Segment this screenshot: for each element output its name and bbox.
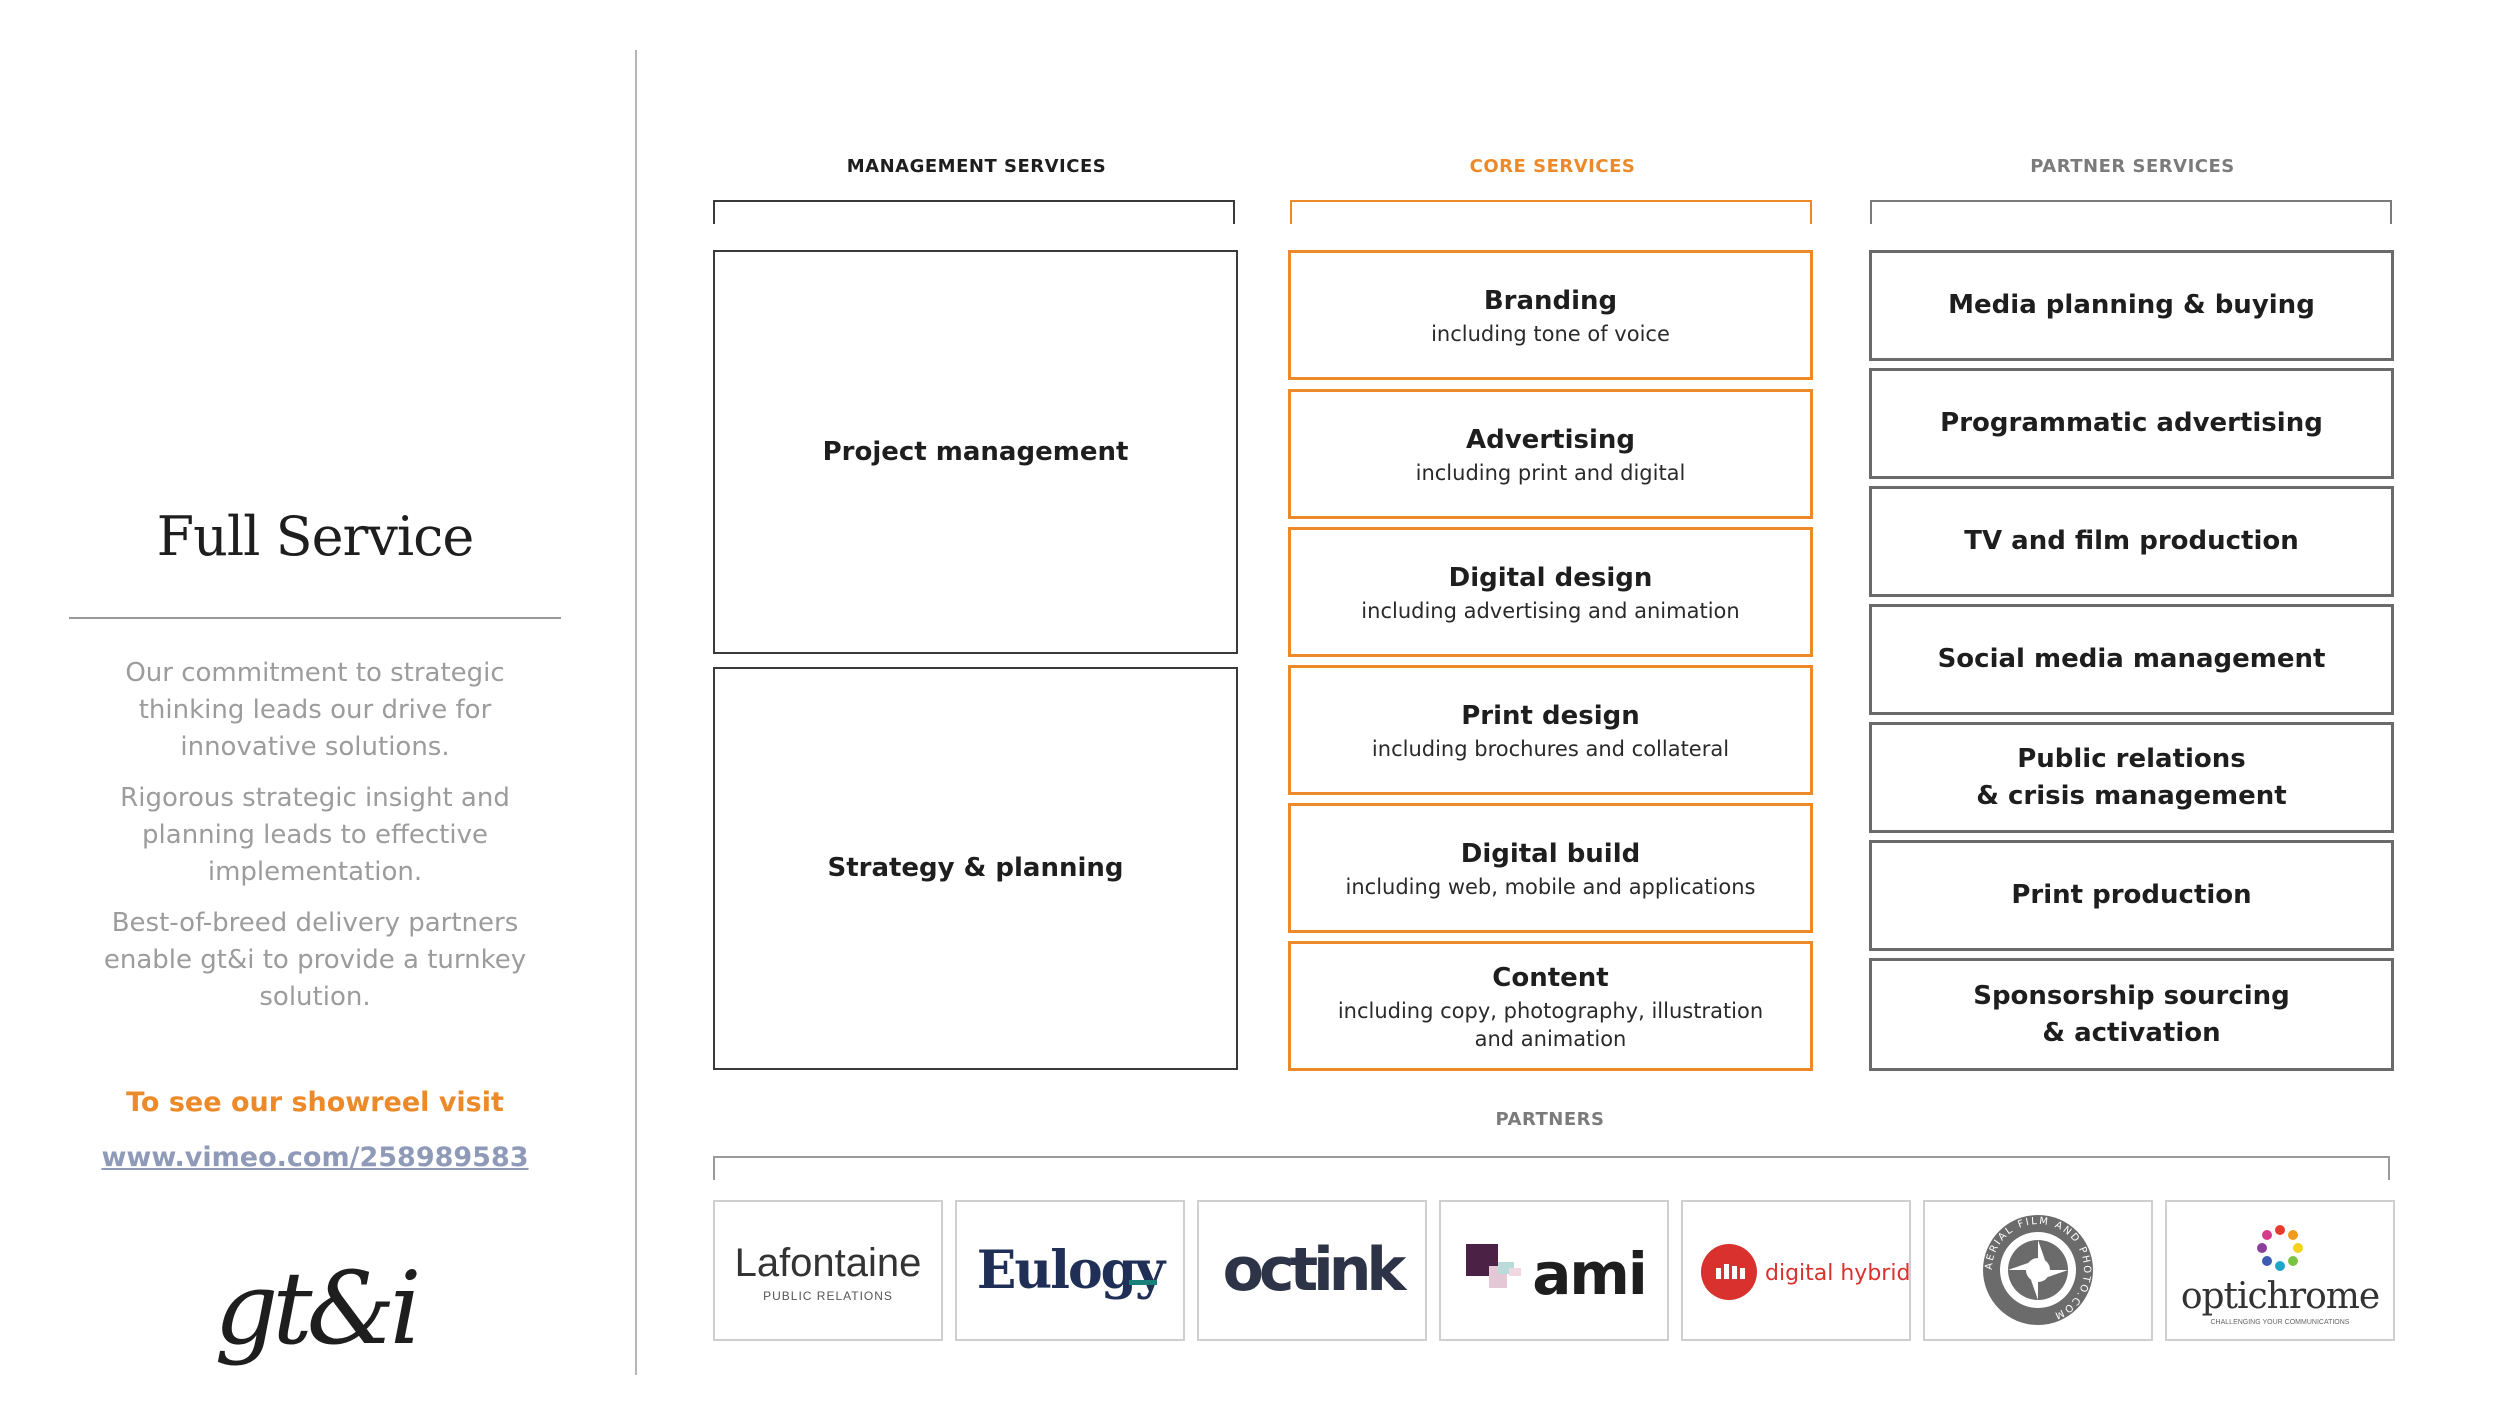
core-services-heading: CORE SERVICES	[1469, 156, 1636, 177]
aerial-film-logo: AERIAL FILM AND PHOTO.COM	[1983, 1215, 2093, 1325]
service-box-public-relations: Public relations & crisis management	[1869, 722, 2394, 833]
optichrome-logo: optichrome CHALLENGING YOUR COMMUNICATIO…	[2181, 1225, 2380, 1326]
management-services-heading: MANAGEMENT SERVICES	[846, 156, 1107, 177]
partner-logo-aerial-film: AERIAL FILM AND PHOTO.COM	[1923, 1200, 2153, 1341]
gti-logo: gt&i	[214, 1250, 422, 1367]
service-box-digital-design: Digital design including advertising and…	[1288, 527, 1813, 657]
partner-services-heading: PARTNER SERVICES	[2030, 156, 2235, 177]
service-box-advertising: Advertising including print and digital	[1288, 389, 1813, 519]
intro-paragraph-1: Our commitment to strategic thinking lea…	[125, 658, 505, 762]
partner-logo-ami: ami	[1439, 1200, 1669, 1341]
partner-bracket	[1870, 200, 2392, 224]
partner-logo-octink: octink	[1197, 1200, 1427, 1341]
service-subtitle: including brochures and collateral	[1371, 736, 1730, 761]
service-title: Digital build	[1460, 838, 1641, 869]
service-title: Programmatic advertising	[1940, 408, 2323, 438]
intro-paragraph-3: Best-of-breed delivery partners enable g…	[103, 908, 527, 1012]
vertical-divider	[635, 50, 637, 1375]
service-subtitle: including tone of voice	[1431, 321, 1670, 346]
service-title: Project management	[822, 436, 1129, 467]
service-title: Content	[1492, 962, 1609, 993]
service-box-branding: Branding including tone of voice	[1288, 250, 1813, 380]
title-rule	[69, 617, 561, 619]
partner-logo-lafontaine: Lafontaine PUBLIC RELATIONS	[713, 1200, 943, 1341]
service-title: Print production	[2011, 880, 2252, 910]
showreel-link[interactable]: www.vimeo.com/258989583	[101, 1142, 529, 1173]
service-box-content: Content including copy, photography, ill…	[1288, 941, 1813, 1071]
service-box-tv-film-production: TV and film production	[1869, 486, 2394, 597]
octink-logo: octink	[1223, 1235, 1414, 1305]
eulogy-logo: Eulogy	[977, 1240, 1169, 1301]
core-bracket	[1290, 200, 1812, 224]
intro-paragraph-2: Rigorous strategic insight and planning …	[120, 783, 510, 887]
svg-text:PUBLIC RELATIONS: PUBLIC RELATIONS	[763, 1289, 893, 1303]
service-title: TV and film production	[1964, 526, 2299, 556]
service-title: Public relations & crisis management	[1976, 743, 2287, 811]
service-subtitle: including advertising and animation	[1361, 598, 1740, 623]
service-title: Sponsorship sourcing & activation	[1973, 980, 2290, 1048]
service-subtitle: including web, mobile and applications	[1345, 874, 1756, 899]
lafontaine-logo: Lafontaine PUBLIC RELATIONS	[735, 1241, 922, 1303]
service-title: Branding	[1483, 285, 1618, 316]
svg-text:optichrome: optichrome	[2181, 1276, 2379, 1317]
digital-hybrid-logo: digital hybrid	[1701, 1244, 1909, 1300]
showreel-cta: To see our showreel visit	[126, 1087, 504, 1118]
management-bracket	[713, 200, 1235, 224]
service-box-strategy-planning: Strategy & planning	[713, 667, 1238, 1070]
service-subtitle: including print and digital	[1415, 460, 1686, 485]
service-box-print-design: Print design including brochures and col…	[1288, 665, 1813, 795]
service-box-print-production: Print production	[1869, 840, 2394, 951]
service-box-digital-build: Digital build including web, mobile and …	[1288, 803, 1813, 933]
service-subtitle: including copy, photography, illustratio…	[1337, 998, 1764, 1051]
svg-text:Lafontaine: Lafontaine	[735, 1241, 922, 1285]
service-title: Strategy & planning	[827, 853, 1124, 883]
svg-text:Eulogy: Eulogy	[977, 1240, 1167, 1301]
svg-text:digital hybrid: digital hybrid	[1765, 1261, 1909, 1286]
ami-logo: ami	[1466, 1240, 1648, 1308]
service-title: Print design	[1461, 700, 1640, 731]
service-box-programmatic-advertising: Programmatic advertising	[1869, 368, 2394, 479]
partner-logo-optichrome: optichrome CHALLENGING YOUR COMMUNICATIO…	[2165, 1200, 2395, 1341]
svg-text:ami: ami	[1532, 1240, 1645, 1308]
service-box-sponsorship: Sponsorship sourcing & activation	[1869, 958, 2394, 1071]
partners-heading: PARTNERS	[1495, 1109, 1605, 1130]
partner-logo-digital-hybrid: digital hybrid	[1681, 1200, 1911, 1341]
page-title: Full Service	[156, 505, 475, 568]
service-title: Media planning & buying	[1948, 290, 2315, 320]
svg-text:octink: octink	[1223, 1235, 1409, 1305]
service-box-project-management: Project management	[713, 250, 1238, 654]
service-title: Digital design	[1448, 562, 1653, 593]
partner-logo-eulogy: Eulogy	[955, 1200, 1185, 1341]
service-title: Social media management	[1937, 644, 2326, 674]
svg-text:gt&i: gt&i	[214, 1250, 416, 1367]
service-title: Advertising	[1466, 424, 1635, 455]
svg-text:CHALLENGING YOUR COMMUNICATION: CHALLENGING YOUR COMMUNICATIONS	[2211, 1319, 2350, 1326]
partners-bracket	[713, 1156, 2390, 1180]
service-box-social-media: Social media management	[1869, 604, 2394, 715]
service-box-media-planning: Media planning & buying	[1869, 250, 2394, 361]
